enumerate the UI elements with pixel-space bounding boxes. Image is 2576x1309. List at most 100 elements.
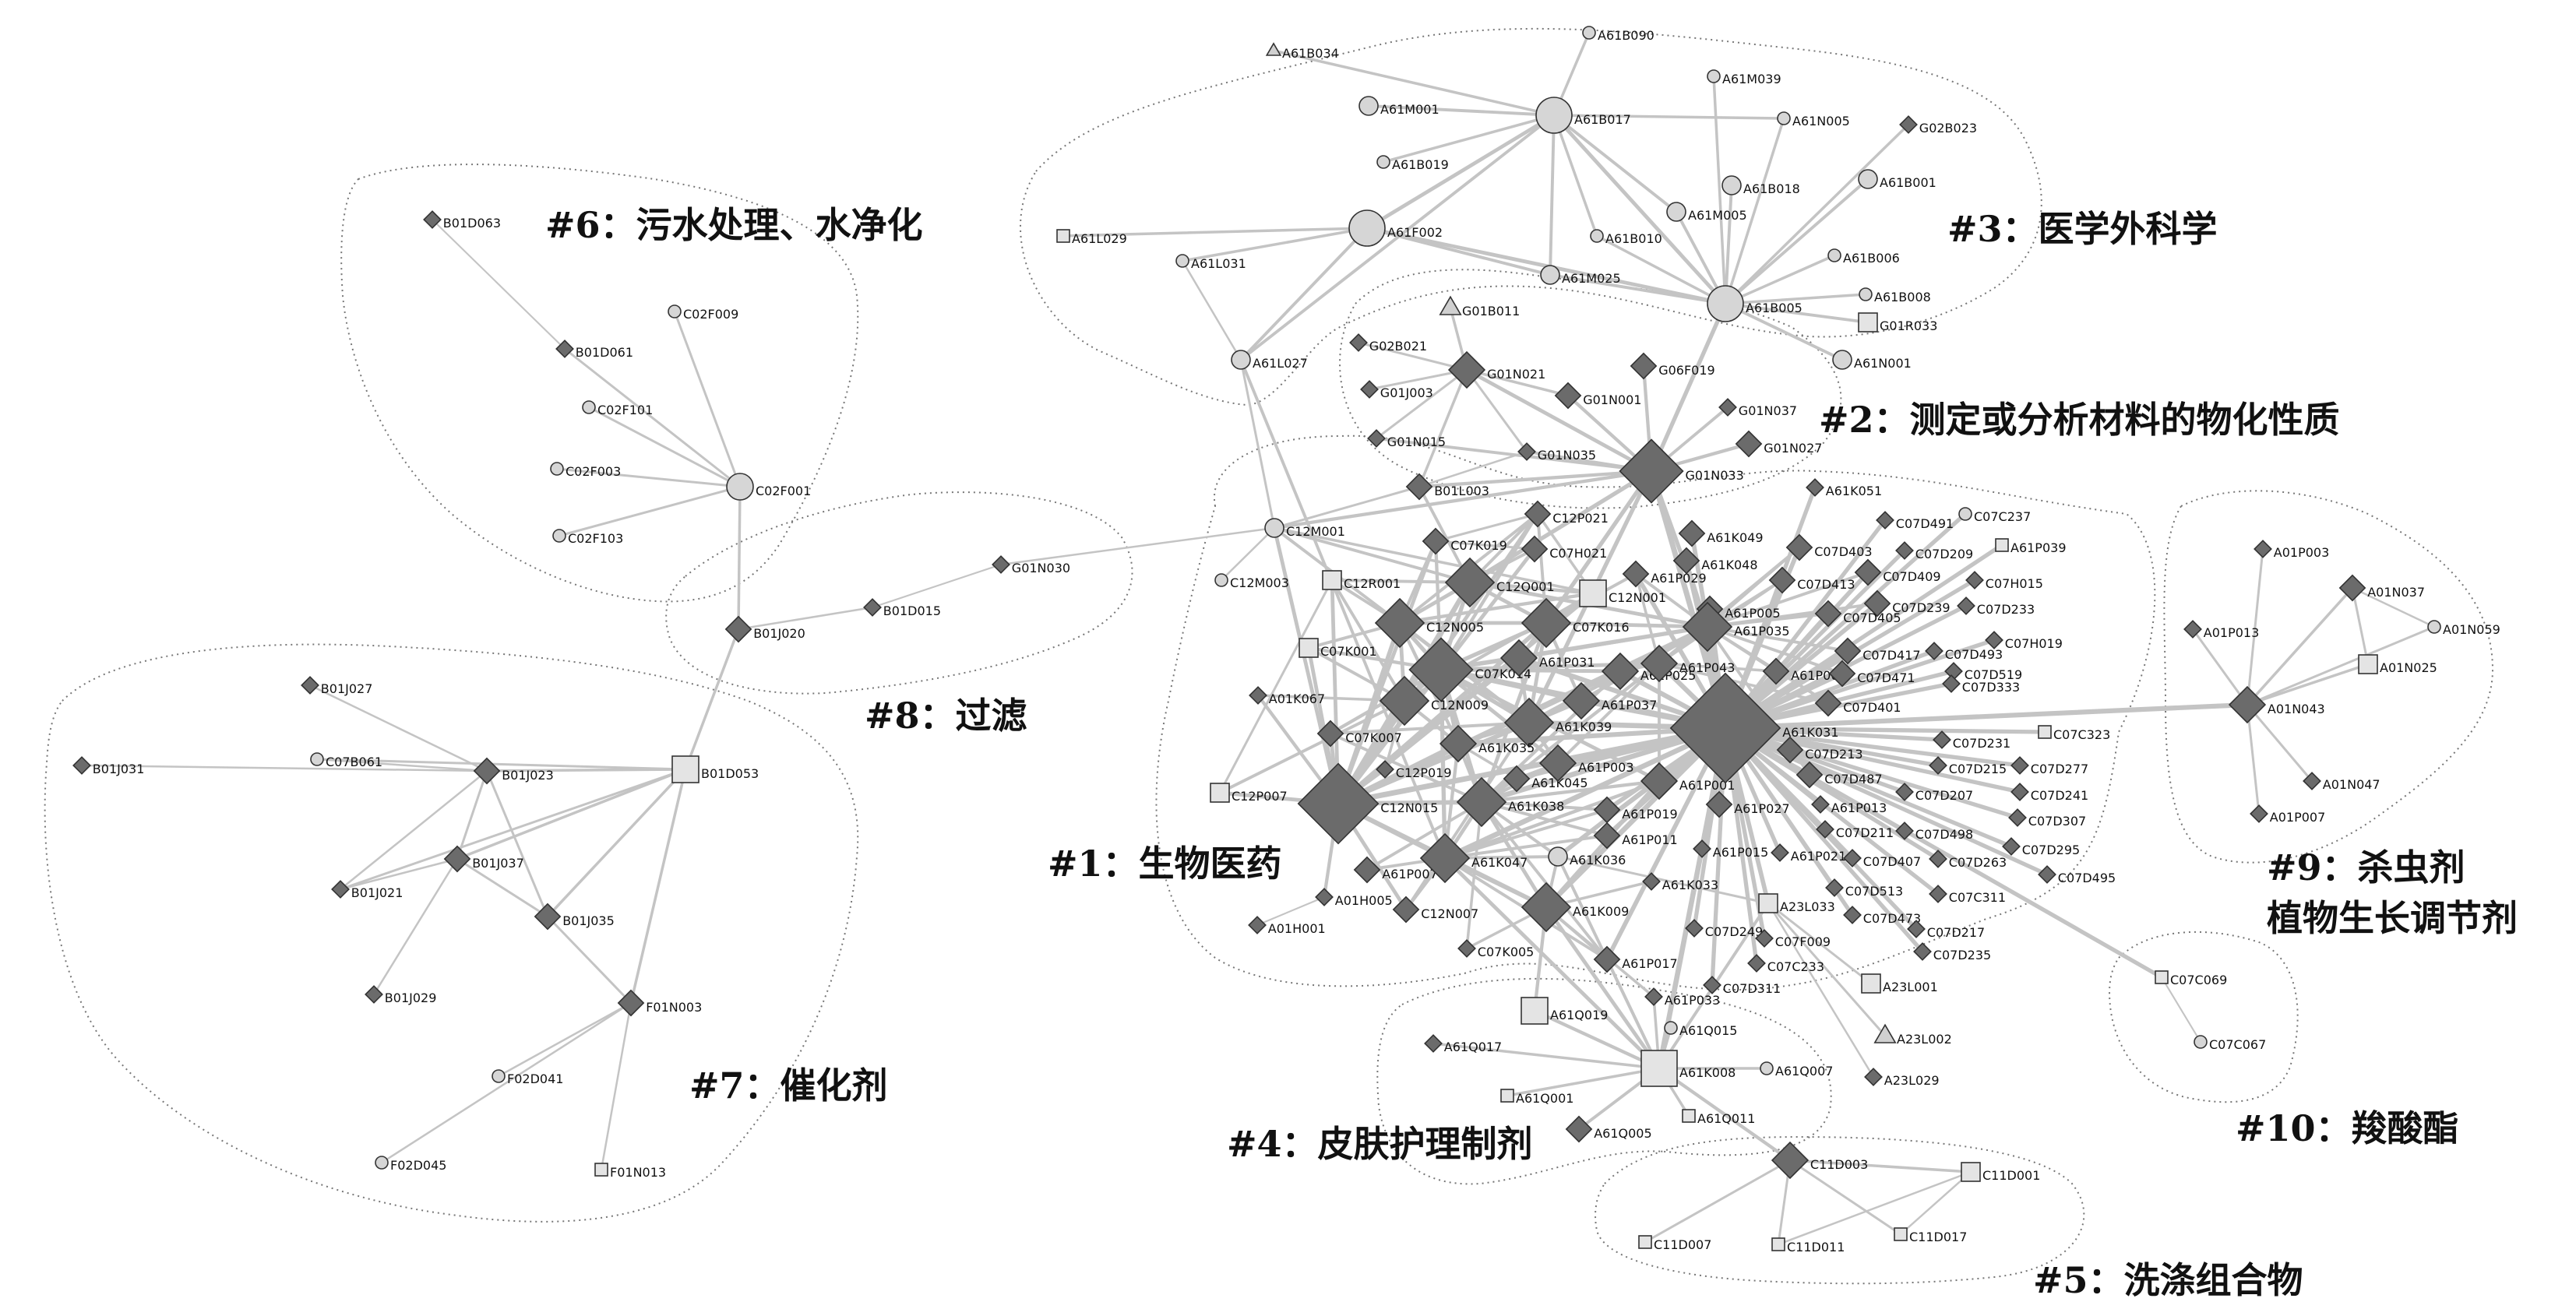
node-b01j035[interactable]: B01J035 — [534, 903, 615, 931]
node-a01n047[interactable]: A01N047 — [2303, 772, 2380, 792]
node-c07d493[interactable]: C07D493 — [1925, 642, 2003, 662]
node-g01n030[interactable]: G01N030 — [992, 555, 1070, 575]
node-a61k033[interactable]: A61K033 — [1642, 872, 1718, 892]
node-a61p021[interactable]: A61P021 — [1771, 843, 1846, 864]
node-a61p031[interactable]: A61P031 — [1499, 639, 1595, 677]
node-c07d311[interactable]: C07D311 — [1703, 976, 1781, 996]
node-a61f002[interactable]: A61F002 — [1348, 209, 1443, 247]
node-a61m001[interactable]: A61M001 — [1358, 96, 1440, 117]
node-g01n037[interactable]: G01N037 — [1718, 398, 1797, 418]
node-c07c237[interactable]: C07C237 — [1958, 507, 2031, 524]
node-a61q007[interactable]: A61Q007 — [1760, 1061, 1833, 1079]
node-c02f103[interactable]: C02F103 — [552, 529, 623, 546]
node-a61q001[interactable]: A61Q001 — [1500, 1089, 1573, 1106]
node-c12n001[interactable]: C12N001 — [1579, 579, 1666, 607]
node-a61q015[interactable]: A61Q015 — [1664, 1021, 1737, 1038]
node-a01p013[interactable]: A01P013 — [2183, 620, 2259, 640]
node-c12p021[interactable]: C12P021 — [1524, 500, 1609, 528]
node-b01l003[interactable]: B01L003 — [1405, 473, 1489, 501]
node-g01n021[interactable]: G01N021 — [1447, 350, 1545, 389]
node-c07d307[interactable]: C07D307 — [2008, 808, 2086, 829]
node-a61b008[interactable]: A61B008 — [1859, 287, 1931, 304]
node-c11d017[interactable]: C11D017 — [1894, 1227, 1967, 1244]
node-c07c233[interactable]: C07C233 — [1747, 954, 1824, 974]
node-c07k016[interactable]: C07K016 — [1521, 597, 1630, 649]
node-c02f009[interactable]: C02F009 — [668, 304, 738, 322]
node-c07d235[interactable]: C07D235 — [1913, 942, 1991, 962]
node-c07k007[interactable]: C07K007 — [1316, 720, 1402, 748]
node-g01n027[interactable]: G01N027 — [1735, 430, 1823, 458]
node-c07d401[interactable]: C07D401 — [1814, 689, 1901, 717]
node-c07d239[interactable]: C07D239 — [1863, 589, 1951, 618]
node-a61p039[interactable]: A61P039 — [1995, 538, 2067, 555]
node-a01p007[interactable]: A01P007 — [2250, 804, 2325, 825]
node-a61b017[interactable]: A61B017 — [1535, 97, 1631, 134]
node-c12m003[interactable]: C12M003 — [1214, 573, 1289, 590]
node-a61k039[interactable]: A61K039 — [1503, 697, 1612, 748]
node-a61b019[interactable]: A61B019 — [1376, 155, 1449, 172]
node-a61p011[interactable]: A61P011 — [1593, 822, 1678, 850]
node-a61p007[interactable]: A61P007 — [1353, 856, 1438, 884]
node-c12n015[interactable]: C12N015 — [1297, 762, 1439, 845]
node-c07k005[interactable]: C07K005 — [1457, 939, 1534, 959]
node-a61q005[interactable]: A61Q005 — [1565, 1115, 1652, 1143]
node-c07d233[interactable]: C07D233 — [1957, 596, 2035, 617]
node-c07d241[interactable]: C07D241 — [2010, 783, 2088, 803]
node-g01j003[interactable]: G01J003 — [1360, 380, 1433, 400]
node-c12n005[interactable]: C12N005 — [1374, 597, 1484, 649]
node-g02b021[interactable]: G02B021 — [1349, 333, 1427, 354]
node-a61n001[interactable]: A61N001 — [1832, 350, 1912, 371]
node-c07d409[interactable]: C07D409 — [1854, 558, 1941, 586]
node-c11d011[interactable]: C11D011 — [1771, 1237, 1845, 1254]
node-b01j027[interactable]: B01J027 — [301, 676, 372, 696]
node-f02d041[interactable]: F02D041 — [492, 1069, 563, 1086]
node-a61k048[interactable]: A61K048 — [1672, 547, 1758, 575]
node-a23l002[interactable]: A23L002 — [1873, 1023, 1952, 1047]
node-a61p027[interactable]: A61P027 — [1705, 790, 1790, 818]
node-g01b011[interactable]: G01B011 — [1439, 295, 1520, 318]
node-a61l027[interactable]: A61L027 — [1231, 350, 1308, 371]
node-b01d053[interactable]: B01D053 — [671, 755, 759, 783]
node-a61b005[interactable]: A61B005 — [1707, 285, 1802, 322]
node-c07d333[interactable]: C07D333 — [1942, 674, 2020, 695]
node-b01j037[interactable]: B01J037 — [443, 845, 524, 873]
node-a61m005[interactable]: A61M005 — [1666, 202, 1747, 223]
node-a01n037[interactable]: A01N037 — [2338, 574, 2425, 602]
node-a61q017[interactable]: A61Q017 — [1424, 1034, 1502, 1054]
node-a61b010[interactable]: A61B010 — [1590, 229, 1662, 246]
node-b01d063[interactable]: B01D063 — [423, 210, 501, 230]
node-a61b018[interactable]: A61B018 — [1721, 175, 1800, 196]
node-a61k008[interactable]: A61K008 — [1640, 1050, 1736, 1087]
node-c07d495[interactable]: C07D495 — [2038, 865, 2116, 885]
node-a61k036[interactable]: A61K036 — [1548, 846, 1626, 867]
node-c07d211[interactable]: C07D211 — [1816, 820, 1894, 840]
node-c07d263[interactable]: C07D263 — [1929, 850, 2007, 870]
node-g02b023[interactable]: G02B023 — [1899, 115, 1977, 135]
node-a01n025[interactable]: A01N025 — [2358, 654, 2437, 675]
node-a01h005[interactable]: A01H005 — [1315, 888, 1393, 908]
node-b01j031[interactable]: B01J031 — [72, 756, 144, 776]
node-c07d491[interactable]: C07D491 — [1876, 511, 1954, 531]
node-c07d277[interactable]: C07D277 — [2010, 756, 2088, 776]
node-a61k035[interactable]: A61K035 — [1439, 724, 1535, 763]
node-a61p003[interactable]: A61P003 — [1538, 744, 1634, 783]
node-c07d473[interactable]: C07D473 — [1843, 906, 1921, 926]
node-a61p029[interactable]: A61P029 — [1622, 560, 1707, 588]
node-a23l033[interactable]: A23L033 — [1758, 893, 1835, 914]
node-a61n005[interactable]: A61N005 — [1777, 111, 1850, 128]
node-a61b034[interactable]: A61B034 — [1265, 42, 1339, 61]
node-a61b001[interactable]: A61B001 — [1858, 169, 1936, 190]
node-c07d403[interactable]: C07D403 — [1785, 533, 1873, 561]
node-c02f001[interactable]: C02F001 — [726, 473, 811, 501]
node-c12p007[interactable]: C12P007 — [1210, 783, 1288, 804]
node-a01h001[interactable]: A01H001 — [1248, 916, 1326, 936]
node-a61q011[interactable]: A61Q011 — [1682, 1109, 1755, 1126]
node-c11d003[interactable]: C11D003 — [1771, 1141, 1868, 1180]
node-c07h021[interactable]: C07H021 — [1521, 535, 1608, 563]
node-g01n001[interactable]: G01N001 — [1554, 382, 1642, 410]
node-c07d471[interactable]: C07D471 — [1828, 660, 1915, 688]
node-c07d413[interactable]: C07D413 — [1768, 566, 1855, 594]
node-c07c311[interactable]: C07C311 — [1929, 885, 2006, 905]
node-a61l029[interactable]: A61L029 — [1056, 229, 1127, 246]
node-f01n003[interactable]: F01N003 — [617, 989, 702, 1017]
